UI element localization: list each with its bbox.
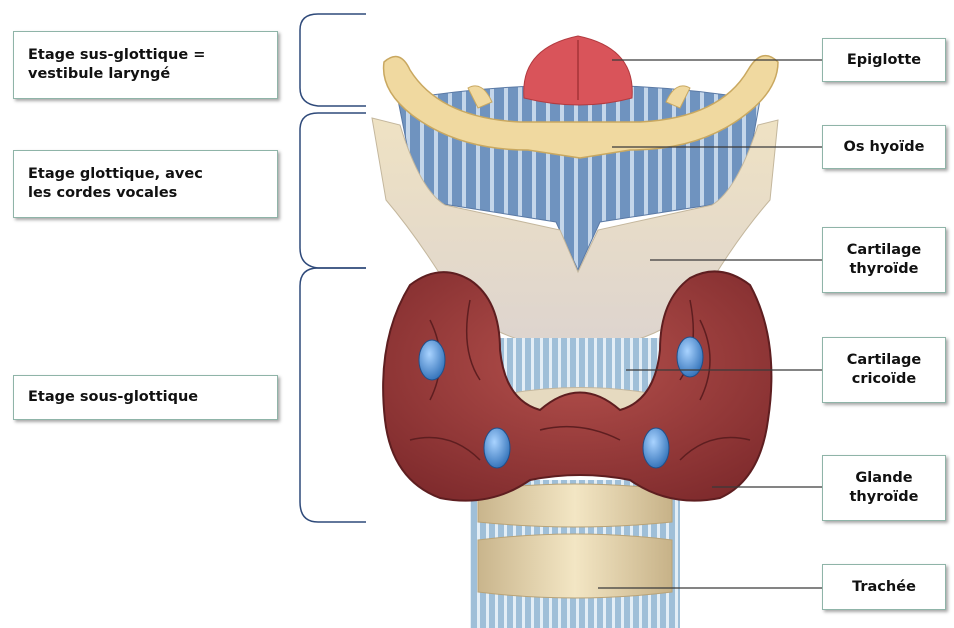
label-thyroid-gland: Glande thyroïde <box>822 455 946 521</box>
label-cricoid-cartilage: Cartilage cricoïde <box>822 337 946 403</box>
label-supraglottic: Etage sus-glottique = vestibule laryngé <box>13 31 278 99</box>
region-brackets <box>300 14 366 522</box>
trachea <box>470 480 680 628</box>
bracket-subglottic <box>300 268 366 522</box>
label-subglottic: Etage sous-glottique <box>13 375 278 420</box>
label-thyroid-cartilage: Cartilage thyroïde <box>822 227 946 293</box>
label-epiglottis: Epiglotte <box>822 38 946 82</box>
bracket-supraglottic <box>300 14 366 106</box>
label-hyoid: Os hyoïde <box>822 125 946 169</box>
label-glottic: Etage glottique, avec les cordes vocales <box>13 150 278 218</box>
label-trachea: Trachée <box>822 564 946 610</box>
bracket-glottic <box>300 113 366 268</box>
